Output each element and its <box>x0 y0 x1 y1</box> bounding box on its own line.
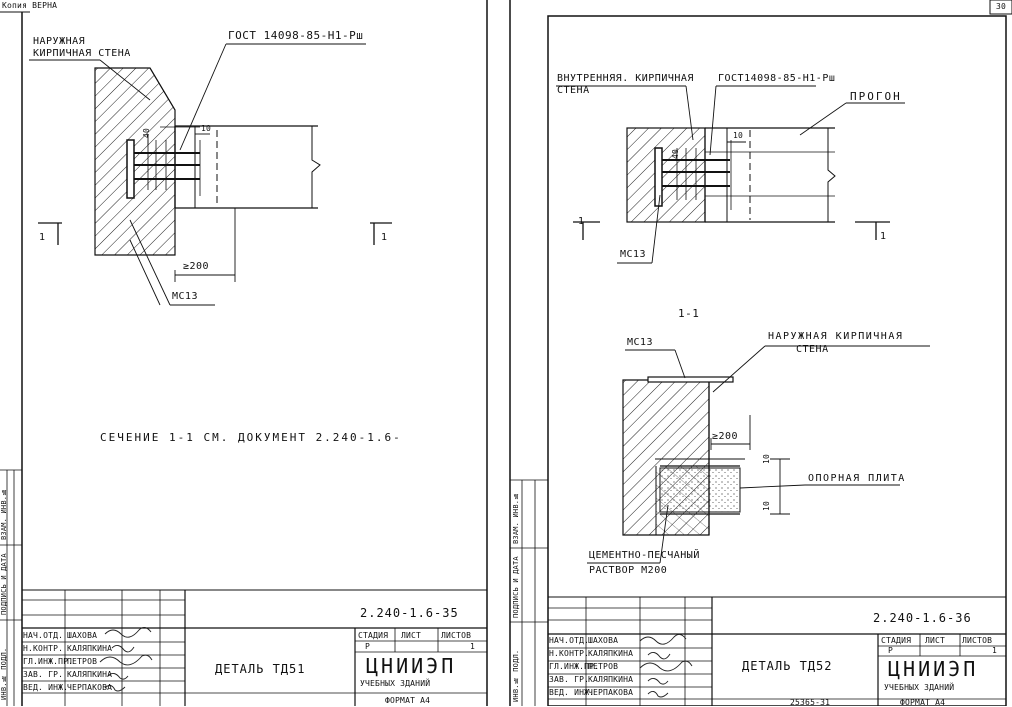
right-top-beam <box>704 127 836 223</box>
left-detail-wall <box>94 67 176 256</box>
right-stage-header: СТАДИЯ <box>881 636 912 645</box>
left-role-1: Н.КОНТР. <box>23 644 64 653</box>
copy-mark: Копия ВЕРНА <box>2 1 58 10</box>
left-stamp <box>22 589 487 706</box>
section-outer-wall-line2: СТЕНА <box>796 344 829 355</box>
right-org-sub: УЧЕБНЫХ ЗДАНИЙ <box>884 683 955 692</box>
left-name-2: ПЕТРОВ <box>67 657 98 666</box>
left-format: ФОРМАТ А4 <box>385 696 431 705</box>
section-outer-wall-line1: НАРУЖНАЯ КИРПИЧНАЯ <box>768 331 904 342</box>
left-side-label-2: ИНВ.№ ПОДЛ. <box>0 647 8 700</box>
right-top-wall <box>626 127 706 223</box>
right-name-0: ШАХОВА <box>588 636 619 645</box>
right-stamp <box>548 596 1006 706</box>
gost-label: ГОСТ 14098-85-Н1-Рш <box>228 29 364 42</box>
right-detail-title: ДЕТАЛЬ ТД52 <box>742 659 833 673</box>
page-corner-number: 30 <box>996 2 1007 11</box>
left-name-3: КАЛЯПКИНА <box>67 670 113 679</box>
section-dim-10b: 10 <box>762 500 772 512</box>
right-name-3: КАЛЯПКИНА <box>588 675 634 684</box>
right-side-label-2: ИНВ.№ ПОДЛ. <box>512 649 520 702</box>
right-dim-10: 10 <box>733 131 744 140</box>
outer-wall-label-line2: КИРПИЧНАЯ СТЕНА <box>33 48 131 59</box>
left-side-label-0: ВЗАМ. ИНВ.№ <box>0 487 8 540</box>
section-title: 1-1 <box>678 307 700 320</box>
support-plate-label: ОПОРНАЯ ПЛИТА <box>808 473 906 484</box>
right-top-leaders <box>556 85 905 264</box>
left-leaders <box>29 43 366 306</box>
inner-wall-label-line2: СТЕНА <box>557 85 590 96</box>
right-doc-code: 2.240-1.6-36 <box>873 611 972 625</box>
right-dim-40: 40 <box>671 148 681 160</box>
signatures <box>99 627 693 698</box>
mortar-label-line2: РАСТВОР М200 <box>589 565 668 576</box>
left-org: ЦНИИЭП <box>366 654 457 678</box>
left-side-label-1: ПОДПИСЬ И ДАТА <box>0 553 8 615</box>
purlin-label: ПРОГОН <box>850 90 902 103</box>
right-sheet-header: ЛИСТ <box>925 636 946 645</box>
section-dim-10a: 10 <box>762 453 772 465</box>
dim-40: 40 <box>142 127 152 139</box>
left-detail-beam <box>174 125 321 209</box>
right-footer-number: 25365-31 <box>790 698 831 707</box>
left-name-1: КАЛЯПКИНА <box>67 644 113 653</box>
right-section-leaders <box>587 345 930 564</box>
mc13-label: МС13 <box>172 291 199 302</box>
right-sheet-frame <box>509 0 1012 706</box>
right-name-4: ЧЕРПАКОВА <box>588 688 634 697</box>
right-side-label-1: ПОДПИСЬ И ДАТА <box>512 556 520 618</box>
left-role-3: ЗАВ. ГР. <box>23 670 64 679</box>
inner-wall-label-line1: ВНУТРЕННЯЯ. КИРПИЧНАЯ <box>557 73 694 84</box>
outer-wall-label-line1: НАРУЖНАЯ <box>33 36 86 47</box>
right-gost-label: ГОСТ14098-85-Н1-Рш <box>718 73 836 84</box>
section-note: СЕЧЕНИЕ 1-1 СМ. ДОКУМЕНТ 2.240-1.6- <box>100 431 402 444</box>
right-side-label-0: ВЗАМ. ИНВ.№ <box>512 491 520 544</box>
cut-left-label: 1 <box>39 232 46 243</box>
left-role-2: ГЛ.ИНЖ.ПР. <box>23 657 74 666</box>
left-sheets-header: ЛИСТОВ <box>441 631 472 640</box>
mortar-label-line1: ЦЕМЕНТНО-ПЕСЧАНЫЙ <box>589 550 700 561</box>
right-role-1: Н.КОНТР. <box>549 649 590 658</box>
right-org: ЦНИИЭП <box>888 657 979 681</box>
left-org-sub: УЧЕБНЫХ ЗДАНИЙ <box>360 679 431 688</box>
dim-200: ≥200 <box>183 261 210 272</box>
right-cut-left: 1 <box>578 216 585 227</box>
left-detail-title: ДЕТАЛЬ ТД51 <box>215 662 306 676</box>
right-sheets-header: ЛИСТОВ <box>962 636 993 645</box>
section-mc13-label: МС13 <box>627 337 654 348</box>
left-sheets-value: 1 <box>470 642 476 651</box>
left-role-4: ВЕД. ИНЖ. <box>23 683 69 692</box>
left-stage-value: Р <box>365 642 371 651</box>
right-section-slab <box>647 376 745 535</box>
left-doc-code: 2.240-1.6-35 <box>360 606 459 620</box>
right-stage-value: Р <box>888 646 894 655</box>
left-name-4: ЧЕРПАКОВА <box>67 683 113 692</box>
left-stage-header: СТАДИЯ <box>358 631 389 640</box>
left-detail-plate <box>126 126 200 199</box>
right-name-2: ПЕТРОВ <box>588 662 619 671</box>
right-cut-right: 1 <box>880 231 887 242</box>
right-top-plate <box>654 147 730 207</box>
right-role-2: ГЛ.ИНЖ.ПР. <box>549 662 600 671</box>
right-name-1: КАЛЯПКИНА <box>588 649 634 658</box>
left-role-0: НАЧ.ОТД. <box>23 631 64 640</box>
right-sheets-value: 1 <box>992 646 998 655</box>
left-cut-markers <box>38 222 392 245</box>
right-role-0: НАЧ.ОТД. <box>549 636 590 645</box>
cut-right-label: 1 <box>381 232 388 243</box>
right-top-cuts <box>573 221 890 240</box>
right-role-3: ЗАВ. ГР. <box>549 675 590 684</box>
dim-10: 10 <box>201 124 212 133</box>
right-format: ФОРМАТ А4 <box>900 698 946 707</box>
right-mc13-label: МС13 <box>620 249 647 260</box>
section-dim-200: ≥200 <box>712 431 739 442</box>
right-role-4: ВЕД. ИНЖ. <box>549 688 595 697</box>
left-sheet-header: ЛИСТ <box>401 631 422 640</box>
left-name-0: ШАХОВА <box>67 631 98 640</box>
